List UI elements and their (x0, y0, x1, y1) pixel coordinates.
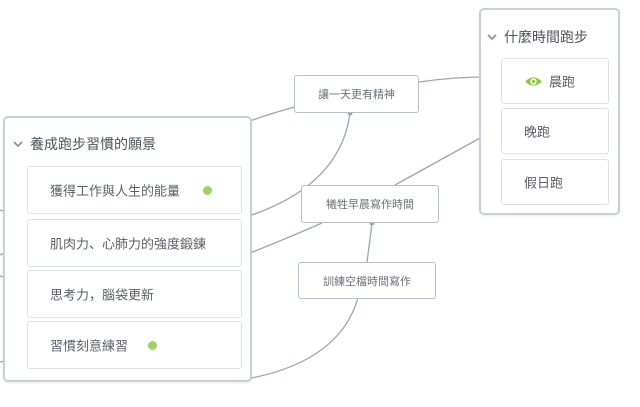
chevron-down-icon[interactable] (486, 31, 498, 43)
card-label: 晚跑 (524, 125, 551, 141)
link-tag-label: 犧牲早晨寫作時間 (326, 198, 414, 211)
card-label: 思考力，腦袋更新 (50, 288, 155, 304)
group-title-text: 什麼時間跑步 (504, 30, 588, 46)
card-label: 肌肉力、心肺力的強度鍛鍊 (50, 237, 207, 253)
link-tag-gap-practice[interactable]: 訓練空檔時間寫作 (298, 262, 436, 299)
status-dot (148, 341, 157, 350)
link-tag-energy[interactable]: 讓一天更有精神 (294, 75, 419, 113)
group-title-running-vision: 養成跑步習慣的願景 (12, 134, 156, 154)
card-morning-run[interactable]: 晨跑 (501, 58, 609, 104)
card-label: 晨跑 (549, 75, 576, 91)
group-title-text: 養成跑步習慣的願景 (30, 137, 156, 153)
group-running-vision[interactable]: 養成跑步習慣的願景 獲得工作與人生的能量 肌肉力、心肺力的強度鍛鍊 思考力，腦袋… (3, 116, 252, 382)
group-running-time[interactable]: 什麼時間跑步 晨跑 晚跑 假日跑 (479, 8, 620, 215)
card-label: 假日跑 (524, 176, 564, 192)
card-label: 獲得工作與人生的能量 (50, 184, 181, 200)
card-energy[interactable]: 獲得工作與人生的能量 (27, 166, 242, 214)
card-weekend-run[interactable]: 假日跑 (501, 159, 609, 205)
link-tag-label: 訓練空檔時間寫作 (323, 274, 411, 288)
card-thinking[interactable]: 思考力，腦袋更新 (27, 270, 242, 318)
link-tag-sacrifice[interactable]: 犧牲早晨寫作時間 (301, 185, 439, 223)
card-muscle-cardio[interactable]: 肌肉力、心肺力的強度鍛鍊 (27, 219, 242, 267)
card-deliberate-practice[interactable]: 習慣刻意練習 (27, 321, 242, 369)
group-title-running-time: 什麼時間跑步 (486, 27, 588, 47)
eye-icon[interactable] (524, 75, 543, 88)
connector-sacrifice-tag-to-practice-tag (366, 222, 373, 263)
connector-energy-tag-to-muscle (234, 112, 351, 223)
status-dot (203, 186, 212, 195)
chevron-down-icon[interactable] (12, 138, 24, 150)
link-tag-label: 讓一天更有精神 (318, 88, 395, 101)
card-evening-run[interactable]: 晚跑 (501, 108, 609, 154)
card-label: 習慣刻意練習 (50, 339, 129, 355)
